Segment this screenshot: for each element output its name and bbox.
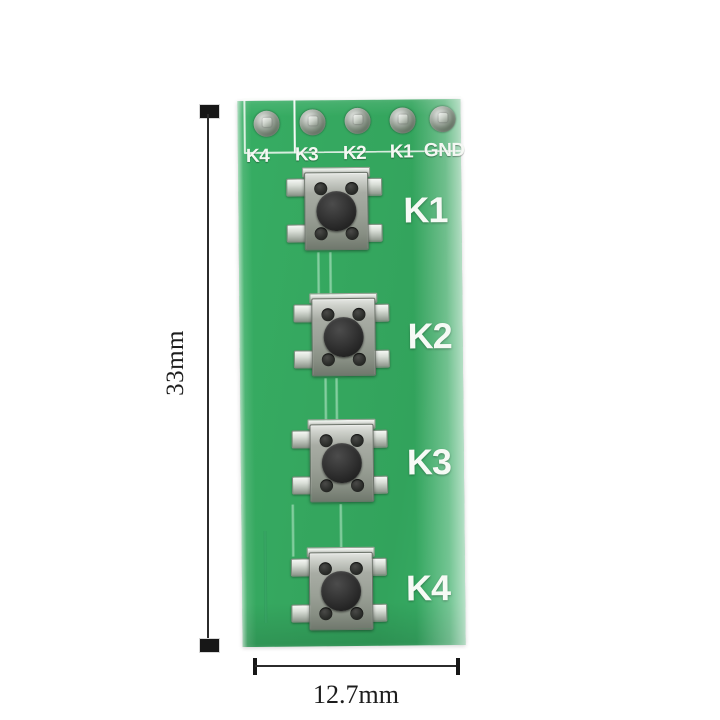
tactile-switch-k4[interactable] (290, 544, 388, 637)
height-dimension-line (207, 114, 209, 642)
switch-designator-k3: K3 (406, 441, 452, 483)
switch-corner-hole (345, 181, 359, 196)
tactile-switch-k2[interactable] (293, 290, 390, 383)
switch-actuator-button[interactable] (323, 316, 364, 358)
switch-actuator-button[interactable] (320, 570, 362, 612)
header-pad-k4 (253, 110, 280, 137)
switch-corner-hole (350, 433, 364, 448)
width-dimension-line (255, 665, 459, 667)
switch-corner-hole (345, 226, 359, 241)
width-dimension-right-tick (456, 658, 460, 675)
tactile-switch-k3[interactable] (291, 416, 389, 509)
header-pad-label-k1: K1 (389, 141, 414, 163)
pad-hole (353, 115, 363, 125)
pad-hole (398, 114, 408, 124)
height-dimension-label: 33mm (162, 330, 189, 396)
header-pad-label-gnd: GND (423, 139, 465, 162)
switch-actuator-button[interactable] (316, 190, 357, 232)
copper-trace-edge-left (263, 530, 268, 623)
switch-corner-hole (349, 561, 363, 576)
header-pad-gnd (429, 105, 456, 133)
switch-corner-hole (351, 478, 365, 493)
pad-hole (262, 118, 272, 128)
switch-corner-hole (352, 352, 366, 366)
switch-designator-k1: K1 (403, 189, 448, 231)
switch-corner-hole (320, 479, 334, 493)
switch-body (309, 423, 375, 503)
header-pad-k3 (299, 109, 326, 136)
header-pad-label-k3: K3 (294, 144, 319, 166)
switch-corner-hole (352, 307, 366, 321)
header-pad-label-k2: K2 (342, 142, 367, 165)
height-dimension-top-cap (199, 104, 220, 119)
switch-designator-k4: K4 (405, 567, 451, 609)
tactile-switch-k1[interactable] (286, 164, 383, 257)
switch-corner-hole (321, 353, 335, 367)
pcb-board: K4 K3 K2 K1 GND K1 (237, 95, 466, 648)
height-dimension-bottom-cap (199, 638, 220, 653)
switch-corner-hole (314, 227, 328, 241)
switch-corner-hole (319, 607, 333, 621)
switch-body (308, 551, 374, 631)
switch-body (304, 171, 369, 251)
header-pad-label-k4: K4 (245, 145, 270, 168)
switch-actuator-button[interactable] (321, 442, 363, 484)
switch-body (311, 297, 377, 377)
header-pad-k2 (344, 107, 371, 135)
switch-corner-hole (350, 606, 364, 621)
width-dimension-label: 12.7mm (313, 680, 399, 709)
pad-hole (438, 113, 448, 123)
switch-designator-k2: K2 (407, 315, 452, 357)
header-pad-k1 (389, 107, 416, 134)
pad-hole (308, 116, 318, 126)
